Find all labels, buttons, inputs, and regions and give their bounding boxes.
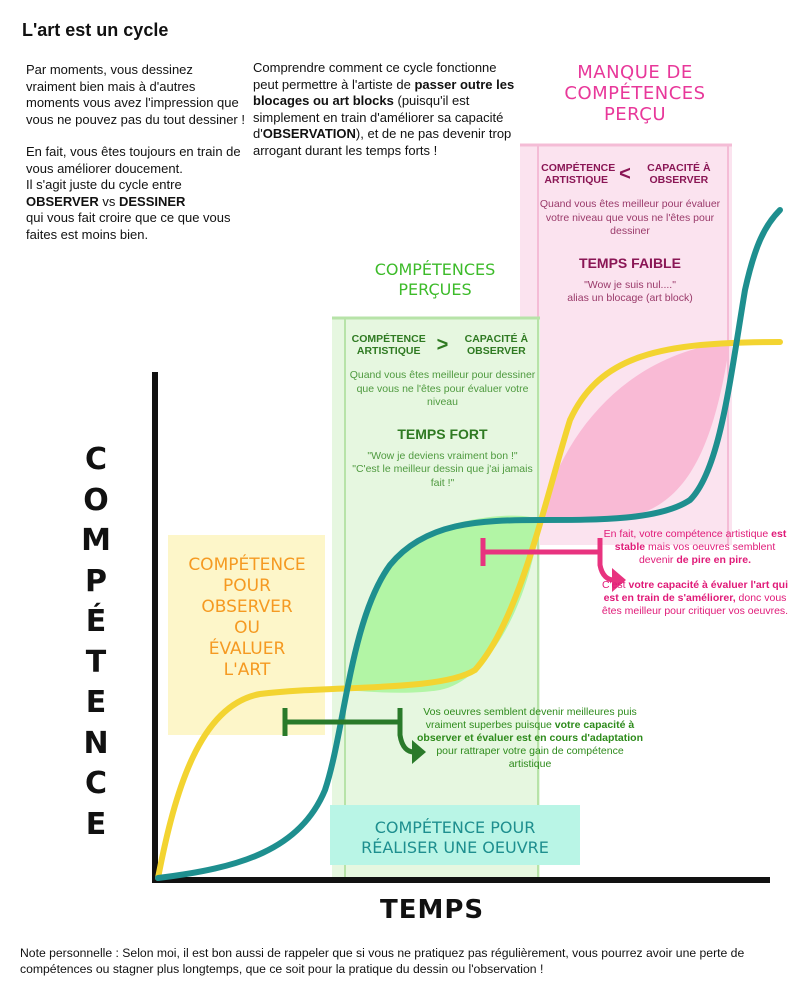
intro-paragraph-1: Par moments, vous dessinez vraiment bien…: [26, 62, 245, 127]
y-axis-letter: M: [81, 523, 111, 558]
percues-left-label: COMPÉTENCE ARTISTIQUE: [351, 333, 426, 357]
right-note-c: mais vos oeuvres semblent devenir: [638, 541, 776, 566]
right-note-bold-pire: de pire en pire.: [676, 554, 752, 566]
art-skill-label: Compétence pour réaliser une oeuvre: [330, 818, 580, 858]
page-title: L'art est un cycle: [22, 20, 169, 40]
right-pink-note: En fait, votre compétence artistique est…: [600, 528, 790, 630]
pink-arrow-head: [612, 568, 626, 592]
teal-label-bg: [330, 805, 580, 865]
intro-observer: OBSERVER: [26, 193, 99, 209]
manque-title: Manque de compétences perçu: [540, 62, 730, 125]
orange-label-line: Compétence: [188, 555, 306, 575]
y-axis-letter: É: [85, 604, 107, 639]
right-note-d: C'est: [602, 579, 629, 591]
intro-line-c: qui vous fait croire que ce que vous fai…: [26, 210, 231, 242]
less-than-symbol: <: [619, 163, 631, 185]
manque-left-label: COMPÉTENCE ARTISTIQUE: [541, 162, 616, 186]
y-axis-letter: C: [84, 442, 108, 477]
green-arrow-head: [412, 740, 426, 764]
percues-quote-1: "Wow je deviens vraiment bon !": [367, 449, 518, 462]
y-axis-letter: E: [85, 685, 107, 720]
manque-quote-2: alias un blocage (art block): [567, 292, 693, 304]
orange-label-bg: [168, 535, 325, 735]
pink-arrow: [480, 538, 626, 592]
manque-title-line-2: compétences: [564, 83, 706, 104]
right-note-paragraph-2: C'est votre capacité à évaluer l'art qui…: [600, 579, 790, 618]
y-axis-letter: T: [85, 644, 107, 680]
y-axis-letter: N: [83, 725, 109, 761]
teal-label-line: réaliser une oeuvre: [361, 838, 549, 857]
y-axis-letter: P: [85, 563, 107, 599]
temps-faible-heading: TEMPS FAIBLE: [579, 254, 681, 271]
right-note-e: donc vous êtes meilleur pour critiquer v…: [601, 592, 789, 617]
percues-quote-2: "C'est le meilleur dessin que j'ai jamai…: [352, 463, 533, 489]
green-note-a: Vos oeuvres semblent devenir meilleures …: [423, 706, 637, 731]
manque-right-label: CAPACITÉ À OBSERVER: [647, 162, 711, 186]
right-note-bold-capacite: votre capacité à évaluer l'art qui est e…: [603, 579, 788, 604]
y-axis-letter: E: [85, 806, 107, 842]
green-note-c: pour rattraper votre gain de compétence …: [436, 745, 624, 770]
manque-quote-1: "Wow je suis nul....": [584, 278, 676, 291]
manque-comparison: COMPÉTENCE ARTISTIQUE < CAPACITÉ À OBSER…: [530, 162, 730, 186]
teal-label-line: Compétence pour: [374, 818, 536, 837]
orange-label-line: l'art: [223, 660, 271, 680]
intro-line-b: Il s'agit juste du cycle entre: [26, 177, 182, 192]
footnote: Note personnelle : Selon moi, il est bon…: [20, 946, 745, 976]
orange-label-line: ou: [234, 618, 260, 638]
orange-label-line: évaluer: [208, 639, 286, 659]
intro-line-a: En fait, vous êtes toujours en train de …: [26, 144, 241, 176]
pink-lens-fill: [540, 342, 730, 522]
cycle-explanation: Comprendre comment ce cycle fonctionne p…: [253, 60, 523, 159]
percues-title: Compétences perçues: [335, 260, 535, 300]
green-arrow: [282, 708, 426, 764]
percues-description: Quand vous êtes meilleur pour dessiner q…: [349, 369, 536, 408]
orange-label-line: observer: [201, 597, 293, 617]
temps-fort-heading: TEMPS FORT: [397, 425, 488, 442]
intro-vs: vs: [98, 193, 119, 209]
center-text-c: ), et de ne pas devenir trop arrogant du…: [253, 126, 512, 158]
center-text-b: (puisqu'il est simplement en train d'amé…: [253, 93, 504, 141]
right-note-bold-stable: est stable: [614, 528, 787, 553]
center-text-a: Comprendre comment ce cycle fonctionne p…: [253, 60, 497, 92]
green-note-bold: votre capacité à observer et évaluer est…: [417, 719, 643, 744]
percues-right-label: CAPACITÉ À OBSERVER: [464, 333, 529, 357]
percues-quote: "Wow je deviens vraiment bon !" "C'est l…: [345, 450, 540, 491]
center-bold-blocages: passer outre les blocages ou art blocks: [253, 76, 515, 109]
manque-description: Quand vous êtes meilleur pour évaluer vo…: [539, 198, 721, 237]
greater-than-symbol: >: [436, 334, 449, 356]
manque-panel: COMPÉTENCE ARTISTIQUE < CAPACITÉ À OBSER…: [530, 162, 730, 306]
art-skill-curve: [155, 207, 783, 881]
percues-title-line-2: perçues: [398, 280, 472, 299]
y-axis-label: C O M P É T E N C E: [76, 440, 116, 845]
y-axis-letter: O: [83, 482, 109, 518]
observation-skill-curve: [155, 339, 783, 881]
y-axis-letter: C: [84, 766, 108, 801]
green-note: Vos oeuvres semblent devenir meilleures …: [415, 706, 645, 771]
orange-label-line: pour: [223, 576, 271, 596]
intro-text: Par moments, vous dessinez vraiment bien…: [26, 62, 246, 259]
manque-title-line-3: perçu: [603, 104, 667, 125]
right-note-paragraph-1: En fait, votre compétence artistique est…: [600, 528, 790, 567]
intro-paragraph-2: En fait, vous êtes toujours en train de …: [26, 144, 246, 243]
manque-quote: "Wow je suis nul...." alias un blocage (…: [530, 279, 730, 306]
x-axis-label: TEMPS: [380, 895, 485, 925]
right-note-a: En fait, votre compétence artistique: [603, 528, 772, 540]
percues-panel: COMPÉTENCE ARTISTIQUE > CAPACITÉ À OBSER…: [345, 333, 540, 490]
percues-comparison: COMPÉTENCE ARTISTIQUE > CAPACITÉ À OBSER…: [345, 333, 540, 357]
manque-title-line-1: Manque de: [577, 62, 693, 83]
center-bold-observation: OBSERVATION: [262, 126, 356, 141]
observation-skill-label: Compétence pour observer ou évaluer l'ar…: [172, 555, 322, 681]
intro-dessiner: DESSINER: [118, 193, 186, 209]
percues-title-line-1: Compétences: [374, 260, 496, 279]
